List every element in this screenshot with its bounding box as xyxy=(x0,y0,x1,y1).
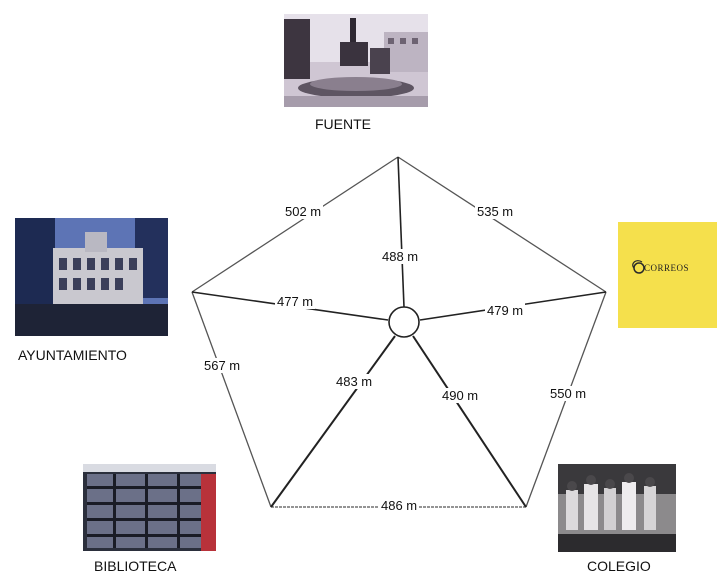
correos-logo-text: CORREOS xyxy=(644,263,690,273)
label-ayuntamiento: AYUNTAMIENTO xyxy=(18,347,127,363)
colegio-photo xyxy=(558,464,676,552)
distance-correos-colegio: 550 m xyxy=(548,386,589,401)
label-fuente: FUENTE xyxy=(315,116,371,132)
edge-fuente-correos xyxy=(397,156,607,293)
distance-fuente-correos: 535 m xyxy=(475,204,516,219)
label-biblioteca: BIBLIOTECA xyxy=(94,558,177,574)
fuente-photo xyxy=(284,14,428,107)
distance-ayuntamiento-biblioteca: 567 m xyxy=(202,358,243,373)
distance-biblioteca-centro: 483 m xyxy=(334,374,375,389)
distance-colegio-centro: 490 m xyxy=(440,388,481,403)
spoke-colegio xyxy=(412,335,527,508)
distance-biblioteca-colegio: 486 m xyxy=(379,498,420,513)
center-point xyxy=(388,306,420,338)
ayuntamiento-photo xyxy=(15,218,168,336)
edge-ayuntamiento-biblioteca xyxy=(191,291,272,508)
spoke-biblioteca xyxy=(270,335,396,508)
distance-fuente-centro: 488 m xyxy=(380,249,421,264)
distance-correos-centro: 479 m xyxy=(485,303,526,318)
edge-fuente-ayuntamiento xyxy=(191,156,399,293)
correos-logo: CORREOS xyxy=(618,222,717,328)
spoke-fuente xyxy=(397,156,405,308)
label-colegio: COLEGIO xyxy=(587,558,651,574)
distance-ayuntamiento-centro: 477 m xyxy=(275,294,316,309)
biblioteca-photo xyxy=(83,464,216,551)
distance-fuente-ayuntamiento: 502 m xyxy=(283,204,324,219)
